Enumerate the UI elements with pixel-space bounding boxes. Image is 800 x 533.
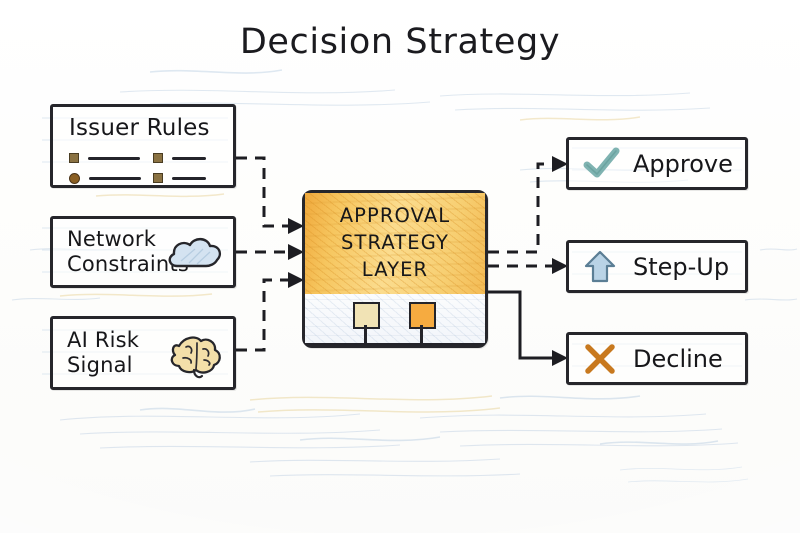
outcome-box-decline[interactable]: Decline — [566, 332, 748, 385]
rule-line — [88, 156, 140, 160]
core-label: APPROVAL STRATEGY LAYER — [339, 204, 451, 281]
arrow-up-icon — [584, 250, 616, 282]
input-box-network-constraints[interactable]: Network Constraints — [50, 216, 236, 288]
core-bottom-hatching — [305, 294, 485, 345]
input-label-ai-risk-signal: AI Risk Signal — [67, 328, 140, 377]
check-icon — [583, 147, 620, 177]
cloud-icon — [168, 237, 221, 268]
rule-line — [172, 176, 206, 180]
outcome-box-step-up[interactable]: Step-Up — [566, 240, 748, 293]
rule-line — [89, 177, 141, 180]
core-node-rail — [305, 342, 485, 345]
outcome-label-approve: Approve — [633, 149, 733, 178]
outcome-label-decline: Decline — [633, 344, 723, 373]
rule-bullet-circle — [69, 173, 80, 184]
rule-bullet-square — [69, 153, 79, 163]
core-node-left[interactable] — [353, 302, 380, 329]
input-box-ai-risk-signal[interactable]: AI Risk Signal — [50, 316, 236, 390]
page-title: Decision Strategy — [239, 22, 561, 62]
core-top-hatching — [305, 193, 485, 297]
input-box-issuer-rules[interactable]: Issuer Rules — [50, 104, 236, 188]
core-bottom-panel — [305, 294, 485, 345]
outcome-box-approve[interactable]: Approve — [566, 137, 748, 190]
x-icon — [585, 343, 615, 374]
core-node-right[interactable] — [409, 302, 436, 329]
core-node-left-stem — [364, 325, 367, 343]
core-node-right-stem — [420, 325, 423, 343]
rule-bullet-square — [153, 153, 163, 163]
rule-bullet-square — [153, 173, 163, 183]
input-label-network-constraints: Network Constraints — [67, 227, 190, 276]
brain-icon — [170, 336, 221, 379]
input-label-issuer-rules: Issuer Rules — [69, 115, 210, 141]
outcome-label-step-up: Step-Up — [633, 252, 730, 281]
core-top-panel — [305, 193, 485, 300]
core-box-approval-strategy-layer[interactable]: APPROVAL STRATEGY LAYER — [302, 190, 488, 348]
rule-line — [172, 156, 206, 160]
